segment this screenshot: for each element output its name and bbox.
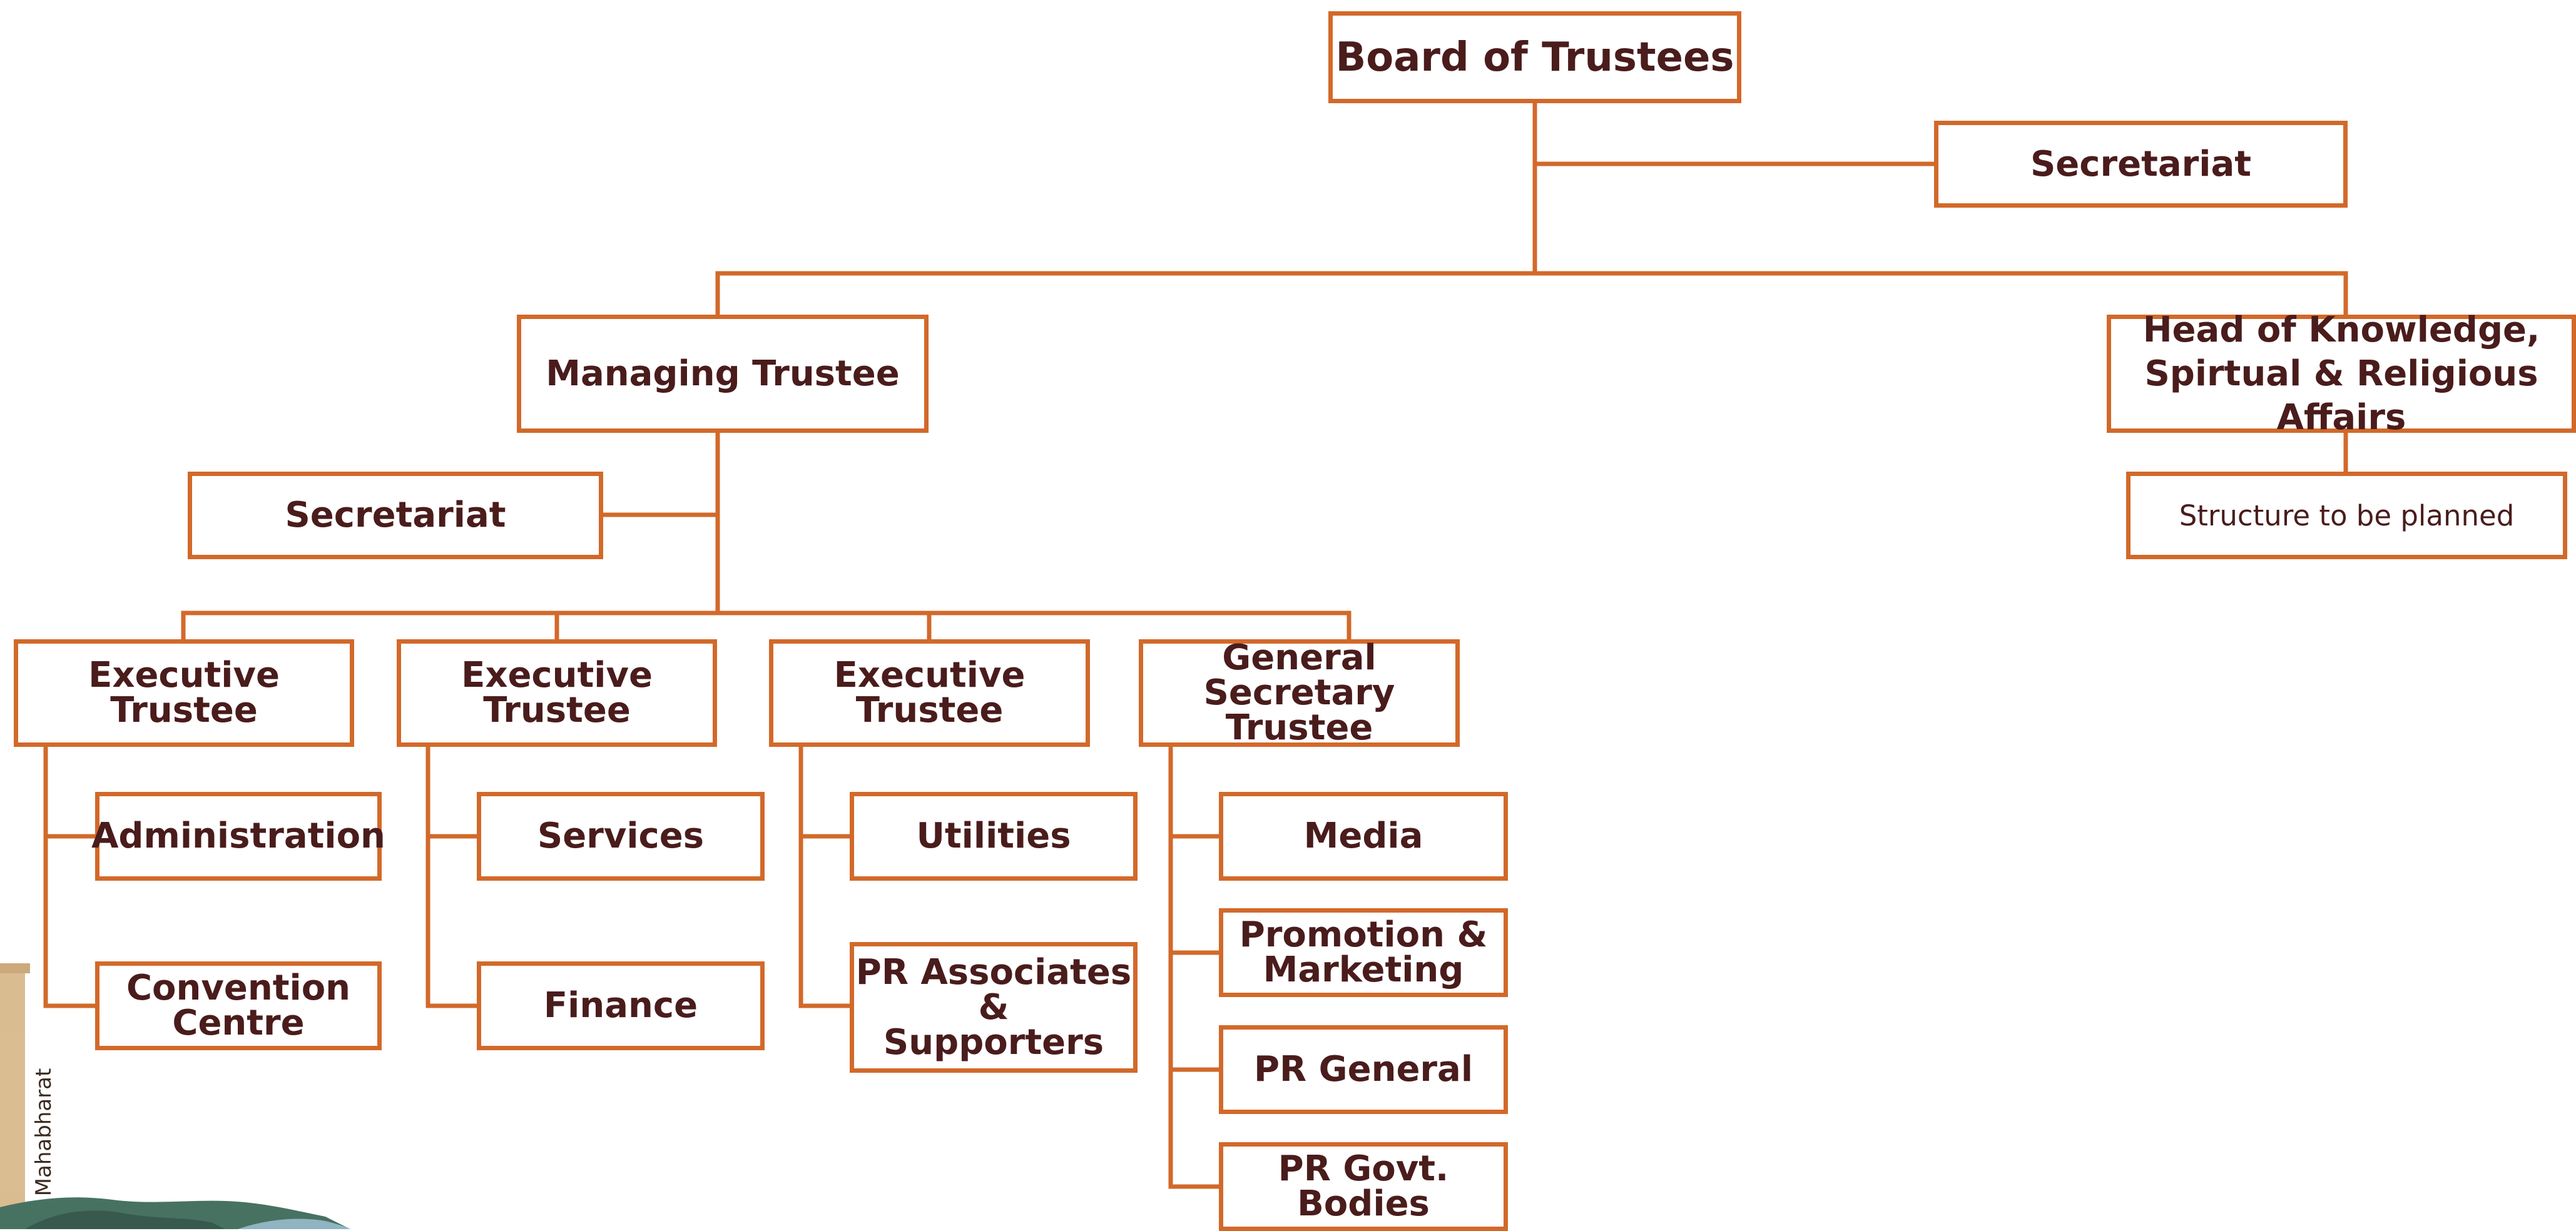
node-administration: Administration [91, 792, 385, 881]
node-label-line: Promotion & [1239, 914, 1488, 955]
node-label: Secretariat [285, 498, 506, 533]
node-label: Executive Trustee [18, 658, 350, 728]
node-label-line: Supporters [883, 1021, 1104, 1063]
node-promotion-marketing: Promotion &Marketing [1219, 908, 1508, 997]
node-label: PR Govt.Bodies [1278, 1152, 1449, 1222]
node-label: Finance [544, 988, 698, 1023]
node-label-line: Finance [543, 985, 698, 1026]
node-label-line: Secretariat [2030, 143, 2252, 185]
node-pr-associates-supporters: PR Associates&Supporters [850, 942, 1138, 1073]
node-label-line: Centre [172, 1003, 305, 1043]
side-label: Mahabharat [31, 1068, 56, 1197]
node-structure-to-be-planned: Structure to be planned [2126, 472, 2567, 559]
node-executive-trustee-2: Executive Trustee [397, 639, 717, 747]
node-label: Services [537, 819, 704, 854]
node-label: Executive Trustee [401, 658, 713, 728]
node-label-line: Executive Trustee [88, 655, 280, 731]
node-label: Secretariat [2030, 143, 2252, 185]
node-label: Media [1304, 819, 1423, 854]
node-label-line: Administration [91, 816, 385, 856]
node-label: Board of Trustees [1335, 38, 1734, 78]
node-secretariat-left: Secretariat [188, 472, 603, 559]
node-label-line: Convention [126, 968, 351, 1008]
node-label-line: & [978, 986, 1009, 1028]
node-label-line: Managing Trustee [546, 353, 900, 394]
node-utilities: Utilities [850, 792, 1138, 881]
node-label: Head of Knowledge,Spirtual & Religious A… [2111, 308, 2572, 440]
node-services: Services [477, 792, 765, 881]
node-label-line: Spirtual & Religious Affairs [2144, 353, 2538, 438]
node-label-line: Board of Trustees [1335, 34, 1734, 81]
node-media: Media [1219, 792, 1508, 881]
node-label: Administration [91, 819, 385, 854]
node-label-line: PR Govt. [1278, 1148, 1449, 1189]
node-executive-trustee-3: Executive Trustee [769, 639, 1090, 747]
node-label: Managing Trustee [546, 353, 900, 394]
node-pr-general: PR General [1219, 1025, 1508, 1114]
node-pr-govt-bodies: PR Govt.Bodies [1219, 1142, 1508, 1231]
node-label-line: Secretariat [285, 495, 506, 535]
node-label-line: Structure to be planned [2179, 499, 2515, 532]
node-executive-trustee-1: Executive Trustee [14, 639, 354, 747]
node-secretariat-top: Secretariat [1934, 121, 2348, 208]
node-label-line: Bodies [1297, 1183, 1430, 1224]
node-label: Structure to be planned [2179, 502, 2515, 530]
node-label-line: Marketing [1263, 950, 1464, 990]
node-label: Executive Trustee [773, 658, 1086, 728]
node-label-line: Media [1303, 816, 1423, 856]
node-label-line: Head of Knowledge, [2142, 309, 2540, 350]
node-label-line: Services [537, 816, 705, 856]
node-label-line: Executive Trustee [833, 655, 1026, 731]
node-head-of-knowledge: Head of Knowledge,Spirtual & Religious A… [2107, 310, 2576, 438]
node-label-line: General Secretary [1203, 637, 1395, 713]
node-label: Utilities [916, 819, 1071, 854]
node-finance: Finance [477, 961, 765, 1050]
decorative-landscape [0, 963, 350, 1229]
node-board-of-trustees: Board of Trustees [1328, 11, 1741, 103]
node-label-line: PR Associates [855, 951, 1132, 993]
node-label-line: Executive Trustee [461, 655, 653, 731]
node-label-line: PR General [1253, 1049, 1474, 1090]
node-label-line: Trustee [1225, 707, 1373, 748]
node-managing-trustee: Managing Trustee [517, 315, 929, 433]
node-label-line: Utilities [916, 816, 1071, 856]
node-label: Promotion &Marketing [1240, 918, 1488, 988]
node-label: PR General [1254, 1052, 1473, 1087]
node-label: PR Associates&Supporters [856, 955, 1131, 1060]
